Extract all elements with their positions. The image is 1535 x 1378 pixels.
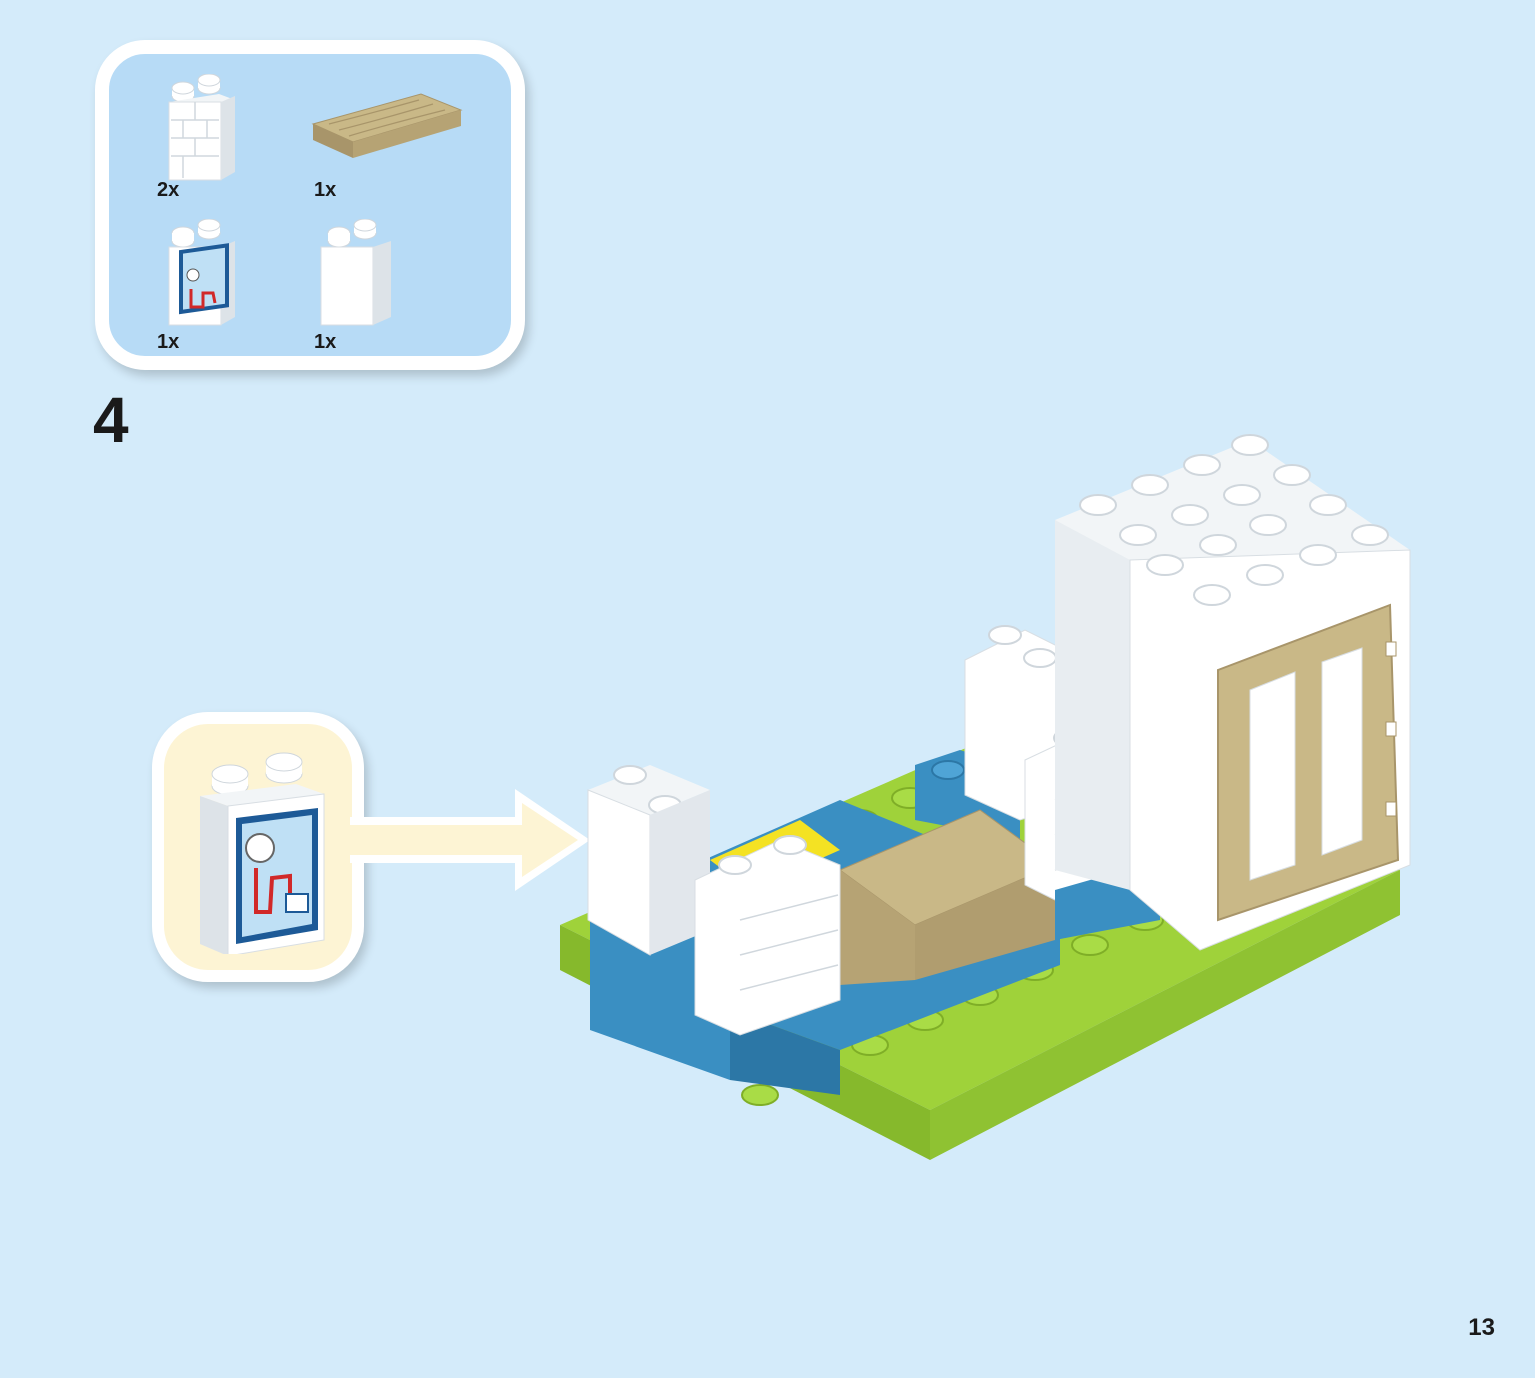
- white-brick-pattern-part: [168, 74, 235, 181]
- white-brick-part: [320, 219, 391, 326]
- parts-list-panel: 2x 1x 1x 1x: [95, 40, 525, 370]
- arrow-icon: [350, 789, 590, 891]
- page-number: 13: [1468, 1314, 1495, 1341]
- tan-wood-plate-part: [311, 93, 463, 158]
- part-qty-4: 1x: [314, 331, 337, 353]
- house-block-studs: [1079, 434, 1389, 606]
- window-pane-right: [1321, 647, 1363, 856]
- window-pane-left: [1249, 671, 1296, 881]
- callout-new-part: [152, 712, 364, 982]
- base-plate-side: [930, 870, 1400, 1160]
- callout-map-brick: [200, 752, 325, 954]
- step-number: 4: [93, 384, 129, 456]
- brick-pattern-wall-1: [694, 839, 841, 1036]
- assembled-model: [560, 434, 1411, 1160]
- printed-map-brick-part: [168, 219, 235, 326]
- part-qty-1: 2x: [157, 179, 180, 201]
- house-block-left: [1055, 520, 1130, 890]
- part-qty-3: 1x: [157, 331, 180, 353]
- part-qty-2: 1x: [314, 179, 337, 201]
